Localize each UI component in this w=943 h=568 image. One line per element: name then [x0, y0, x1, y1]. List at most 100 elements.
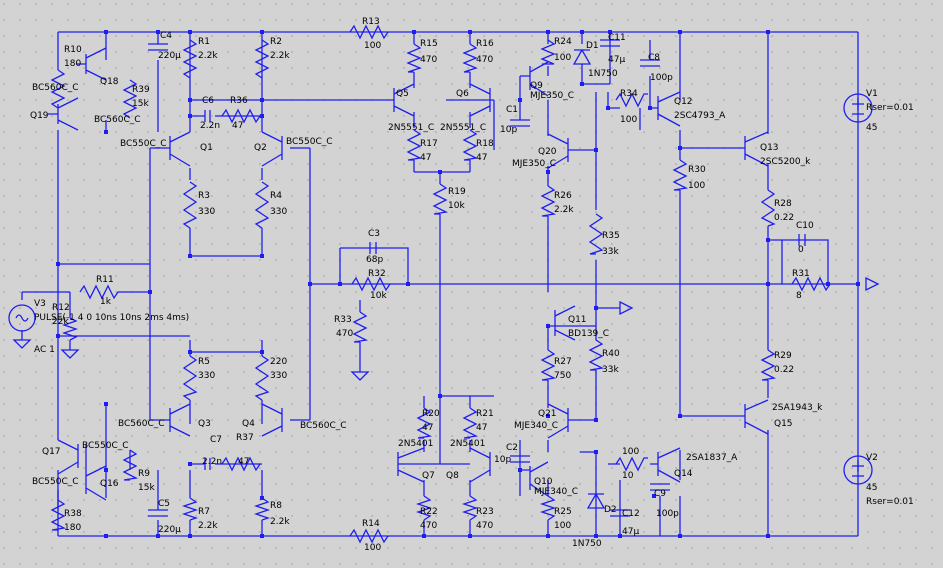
label-q9: Q9	[530, 81, 543, 91]
capacitor-c9	[650, 483, 670, 491]
label-q7: Q7	[422, 471, 435, 481]
label-r2: R2	[270, 37, 282, 47]
resistor-r19	[432, 183, 449, 215]
resistor-r40	[588, 339, 605, 371]
label-r5: R5	[198, 357, 210, 367]
voltage-source-v3	[8, 304, 36, 332]
label-q13-model: 2SC5200_k	[760, 157, 811, 167]
resistor-r28	[760, 189, 776, 227]
transistor-q17	[57, 439, 79, 475]
label-q7-model: 2N5401	[398, 439, 433, 449]
label-q4: Q4	[242, 419, 255, 429]
transistor-q19	[48, 97, 79, 131]
label-c11-value: 47µ	[608, 55, 625, 65]
label-c5-value: 220µ	[158, 525, 181, 535]
label-d1: D1	[586, 41, 599, 51]
resistor-r1	[182, 39, 198, 79]
capacitor-c10	[798, 234, 806, 246]
label-q1: Q1	[200, 143, 213, 153]
resistor-r16	[462, 43, 478, 73]
label-r24: R24	[554, 37, 572, 47]
resistor-r39	[122, 79, 138, 119]
label-v3: V3	[34, 299, 46, 309]
label-q6-model: 2N5551_C	[440, 123, 486, 133]
label-v1-param: Rser=0.01	[866, 103, 914, 113]
label-c10: C10	[796, 221, 814, 231]
label-c1: C1	[506, 105, 518, 115]
resistor-r33	[352, 311, 369, 343]
label-r30: R30	[688, 165, 706, 175]
label-q16: Q16	[100, 479, 119, 489]
label-r9-value: 15k	[138, 483, 155, 493]
label-q12: Q12	[674, 97, 693, 107]
label-v2-param: Rser=0.01	[866, 497, 914, 507]
label-c5: C5	[158, 499, 170, 509]
label-c2-value: 10p	[494, 455, 511, 465]
transistor-q20	[547, 133, 569, 169]
resistor-r2	[254, 39, 270, 79]
transistor-q3	[169, 403, 191, 437]
label-r25-value: 100	[554, 521, 571, 531]
label-r7: R7	[198, 507, 210, 517]
label-c9-value: 100p	[656, 509, 679, 519]
label-r20-value: 47	[422, 423, 433, 433]
label-r24-value: 100	[554, 53, 571, 63]
voltage-source-v1	[843, 93, 873, 123]
resistor-r13	[349, 24, 389, 40]
label-r9: R9	[138, 469, 150, 479]
label-r30-value: 100	[688, 181, 705, 191]
label-c1-value: 10p	[500, 125, 517, 135]
label-d1-model: 1N750	[588, 69, 618, 79]
label-r18: R18	[476, 139, 494, 149]
label-r28-value: 0.22	[774, 213, 794, 223]
label-r34-value: 100	[620, 115, 637, 125]
resistor-r12	[61, 317, 79, 341]
resistor-r4	[254, 181, 270, 229]
label-r21: R21	[476, 409, 494, 419]
transistor-q16	[85, 465, 107, 501]
label-v2: V2	[866, 453, 878, 463]
label-r23-value: 470	[476, 521, 493, 531]
label-q3: Q3	[198, 419, 211, 429]
label-r6-value2: 330	[270, 371, 287, 381]
label-q13: Q13	[760, 143, 779, 153]
label-r10-value: 180	[64, 59, 81, 69]
label-r10: R10	[64, 45, 82, 55]
label-r26: R26	[554, 191, 572, 201]
transistor-q14	[657, 447, 681, 483]
transistor-q7	[397, 447, 425, 483]
resistor-r32	[351, 276, 391, 292]
label-r18-value: 47	[476, 153, 487, 163]
label-r37-value: 47	[238, 457, 249, 467]
label-r13: R13	[362, 17, 380, 27]
resistor-r29	[760, 349, 777, 381]
label-r19-value: 10k	[448, 201, 465, 211]
label-r-q14: 100	[622, 447, 639, 457]
resistor-r11	[79, 284, 130, 300]
label-r35: R35	[602, 231, 620, 241]
label-c10-value: 0	[798, 245, 804, 255]
resistor-r9	[122, 449, 139, 481]
label-r38-value: 180	[64, 523, 81, 533]
label-r11-value: 1k	[100, 297, 112, 307]
label-r3-value: 330	[198, 207, 215, 217]
capacitor-c5	[148, 509, 168, 517]
label-r3: R3	[198, 191, 210, 201]
label-r33: R33	[334, 315, 352, 325]
resistor-r21	[462, 407, 479, 439]
transistor-q13	[744, 131, 769, 167]
label-q21: Q21	[538, 409, 557, 419]
label-q2-model: BC550C_C	[286, 137, 333, 147]
resistor-r8	[253, 497, 271, 521]
label-c7-value: 2.2n	[202, 457, 222, 467]
resistor-r31	[791, 276, 831, 292]
transistor-q4	[261, 403, 283, 437]
label-q12-model: 2SC4793_A	[674, 111, 726, 121]
label-c4: C4	[160, 31, 172, 41]
label-r32-value: 10k	[370, 291, 387, 301]
resistor-r10	[50, 69, 66, 109]
transistor-q1	[169, 131, 191, 167]
label-q9-model: MJE350_C	[530, 91, 574, 101]
bias-node-port	[619, 300, 634, 316]
resistor-r36	[221, 108, 261, 124]
